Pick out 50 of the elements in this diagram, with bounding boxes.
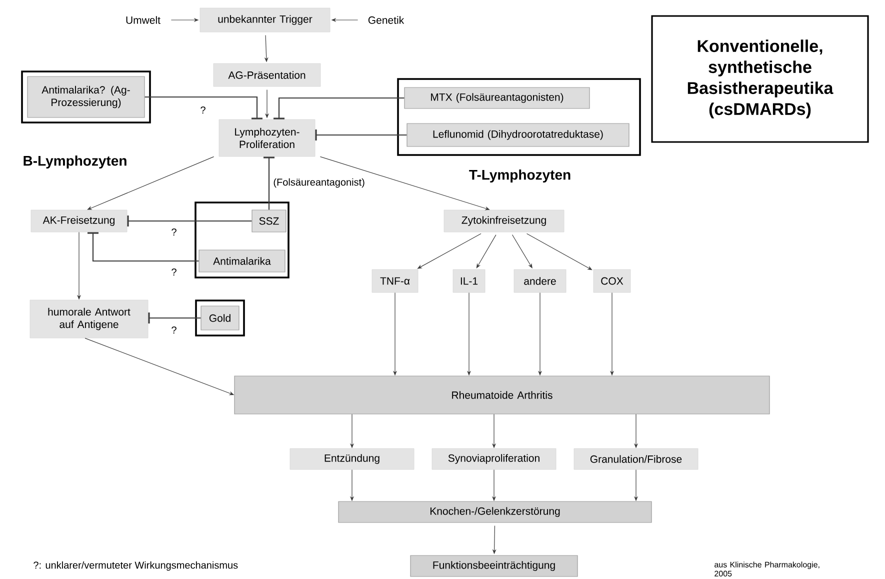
drug-box: MTX (Folsäureantagonisten)	[404, 87, 590, 109]
arrow	[476, 234, 496, 268]
process-box: Knochen-/Gelenkzerstörung	[338, 501, 652, 523]
inhibition-line	[88, 232, 199, 262]
process-box: TNF-α	[372, 269, 418, 293]
process-box: Entzündung	[290, 448, 414, 470]
arrow	[87, 156, 214, 210]
arrow	[512, 234, 532, 268]
drug-group-frame	[195, 300, 245, 336]
process-box: Granulation/Fibrose	[574, 448, 698, 470]
arrow	[526, 233, 592, 270]
process-box: AK-Freisetzung	[30, 210, 128, 232]
edge-label: ?	[170, 228, 178, 236]
drug-group-frame	[194, 202, 290, 278]
title-box: Konventionelle, synthetische Basistherapeutika (csDMARDs)	[651, 15, 869, 143]
process-box: Rheumatoide Arthritis	[234, 376, 770, 414]
inhibition-line	[127, 216, 252, 226]
process-box: Synoviaproliferation	[432, 448, 556, 470]
factor-label: Umwelt	[126, 16, 160, 24]
process-box: Lymphozyten- Proliferation	[218, 119, 316, 157]
factor-label: Genetik	[368, 16, 404, 24]
inhibition-line	[148, 312, 201, 324]
edge-label: ?	[170, 268, 178, 276]
process-box: unbekannter Trigger	[200, 8, 330, 32]
text-label: B-Lymphozyten	[24, 155, 126, 169]
text-label: aus Klinische Pharmakologie, 2005	[714, 562, 820, 576]
edge-label: ?	[199, 106, 207, 114]
edge-label: (Folsäureantagonist)	[272, 177, 366, 189]
process-box: AG-Präsentation	[213, 63, 321, 87]
drug-box: Antimalarika? (Ag-Prozessierung)	[27, 76, 145, 118]
process-box: Zytokinfreisetzung	[444, 210, 564, 232]
inhibition-line	[315, 130, 407, 140]
process-box: humorale Antwort auf Antigene	[30, 300, 148, 338]
text-label: ?: unklarer/vermuteter Wirkungsmechanismus	[34, 561, 238, 571]
process-box: IL-1	[452, 269, 486, 293]
drug-box: Leflunomid (Dihydroorotatreduktase)	[406, 123, 630, 147]
edge-label: ?	[170, 326, 178, 334]
inhibition-line	[274, 97, 404, 120]
arrow	[320, 156, 490, 210]
drug-group-frame	[21, 70, 151, 124]
inhibition-line	[264, 156, 274, 210]
drug-group-frame	[397, 78, 641, 156]
process-box: COX	[593, 269, 631, 293]
drug-box: Gold	[200, 306, 240, 330]
process-box: Funktionsbeeinträchtigung	[410, 555, 578, 577]
drug-box: Antimalarika	[198, 250, 286, 272]
drug-box: SSZ	[252, 210, 286, 232]
process-box: andere	[514, 269, 566, 293]
inhibition-line	[144, 96, 262, 120]
text-label: T-Lymphozyten	[469, 169, 570, 183]
